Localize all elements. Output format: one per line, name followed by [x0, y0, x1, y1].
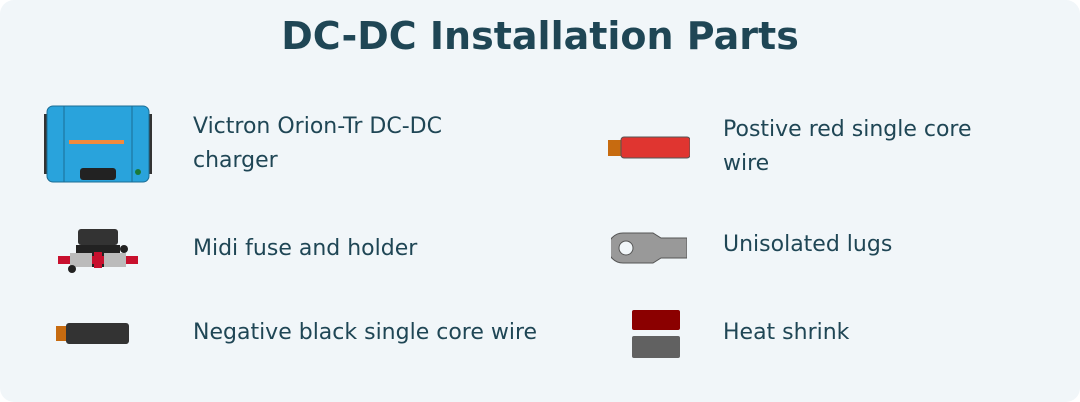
item-label: Postive red single core wire — [723, 117, 972, 176]
heat-shrink-icon — [632, 310, 680, 358]
item-label: Victron Orion-Tr DC-DC charger — [193, 114, 442, 173]
black-wire-icon — [56, 323, 129, 344]
item-label: Midi fuse and holder — [193, 236, 418, 261]
dc-dc-charger-icon — [44, 105, 152, 183]
red-wire-icon — [608, 136, 690, 159]
midi-fuse-icon — [58, 229, 138, 273]
item-label: Heat shrink — [723, 320, 850, 345]
item-label: Negative black single core wire — [193, 320, 538, 345]
lug-icon — [611, 232, 687, 264]
page-title: DC-DC Installation Parts — [281, 14, 799, 58]
item-label: Unisolated lugs — [723, 232, 893, 257]
